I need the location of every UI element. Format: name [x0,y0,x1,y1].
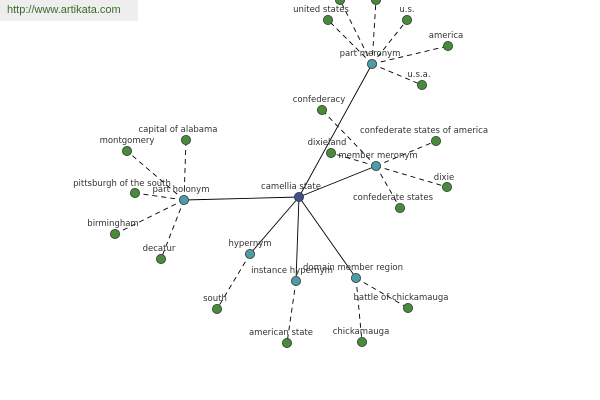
edge-camellia-state-instance-hypernym [295,196,300,282]
edge-camellia-state-domain-member-region [298,196,357,279]
edge-member-meronym-confederate-states-of-america [375,140,437,167]
edge-member-meronym-dixieland [330,152,377,167]
node-america[interactable] [442,41,453,52]
node-dixie[interactable] [441,181,452,192]
label-us[interactable]: u.s. [399,5,414,15]
edge-domain-member-region-battle-of-chickamauga [355,277,409,309]
label-america[interactable]: america [429,31,463,41]
edge-part-meronym-stub-2 [371,0,377,65]
label-battle-of-chickamauga[interactable]: battle of chickamauga [353,293,448,303]
edge-part-meronym-usa [371,63,423,86]
node-part-meronym[interactable] [366,59,377,70]
edge-member-meronym-confederate-states [375,165,401,209]
label-montgomery[interactable]: montgomery [100,136,155,146]
site-watermark: http://www.artikata.com [0,0,138,21]
node-chickamauga[interactable] [356,336,367,347]
edge-camellia-state-part-holonym [183,196,300,201]
edge-part-meronym-us [371,19,408,65]
node-dixieland[interactable] [325,147,336,158]
node-instance-hypernym[interactable] [290,275,301,286]
node-montgomery[interactable] [122,145,133,156]
edge-camellia-state-hypernym [249,196,300,255]
node-domain-member-region[interactable] [350,272,361,283]
label-chickamauga[interactable]: chickamauga [333,327,390,337]
label-camellia-state[interactable]: camellia state [261,182,321,192]
label-birmingham[interactable]: birmingham [87,219,138,229]
edge-domain-member-region-chickamauga [355,277,363,343]
label-confederate-states[interactable]: confederate states [353,193,434,203]
label-confederate-states-of-america[interactable]: confederate states of america [360,126,488,136]
node-confederate-states[interactable] [394,202,405,213]
edge-part-meronym-america [371,45,449,65]
label-dixie[interactable]: dixie [434,173,454,183]
edge-part-holonym-decatur [160,199,185,260]
node-decatur[interactable] [155,253,166,264]
label-pittsburgh-of-the-south[interactable]: pittsburgh of the south [73,179,171,189]
label-hypernym[interactable]: hypernym [228,239,271,249]
edge-part-meronym-stub-1 [339,0,373,65]
node-south[interactable] [211,303,222,314]
node-usa[interactable] [416,80,427,91]
edge-part-meronym-united-states [327,19,373,65]
label-instance-hypernym[interactable]: instance hypernym [251,266,333,276]
node-stub-1[interactable] [335,0,345,5]
node-confederate-states-of-america[interactable] [430,135,441,146]
label-dixieland[interactable]: dixieland [308,138,347,148]
edge-part-holonym-birmingham [114,199,185,235]
label-usa[interactable]: u.s.a. [407,70,430,80]
node-birmingham[interactable] [110,228,121,239]
edge-hypernym-south [216,253,251,310]
node-battle-of-chickamauga[interactable] [402,302,413,313]
label-capital-of-alabama[interactable]: capital of alabama [138,125,217,135]
label-decatur[interactable]: decatur [143,244,176,254]
label-american-state[interactable]: american state [249,328,313,338]
label-united-states[interactable]: united states [293,5,349,15]
edge-instance-hypernym-american-state [286,280,297,344]
edge-camellia-state-member-meronym [298,165,377,198]
edge-part-holonym-capital-of-alabama [183,139,187,201]
node-us[interactable] [401,14,412,25]
label-part-meronym[interactable]: part meronym [340,49,401,59]
node-camellia-state[interactable] [293,191,304,202]
node-part-holonym[interactable] [178,194,189,205]
node-capital-of-alabama[interactable] [180,134,191,145]
node-confederacy[interactable] [316,105,327,116]
label-member-meronym[interactable]: member meronym [338,151,417,161]
label-south[interactable]: south [203,294,227,304]
node-pittsburgh-of-the-south[interactable] [129,187,140,198]
edge-part-holonym-montgomery [126,150,185,201]
label-domain-member-region[interactable]: domain member region [303,263,403,273]
label-part-holonym[interactable]: part holonym [153,185,210,195]
node-united-states[interactable] [322,14,333,25]
node-hypernym[interactable] [244,248,255,259]
node-stub-2[interactable] [371,0,381,5]
edge-member-meronym-confederacy [321,109,377,167]
node-member-meronym[interactable] [370,160,381,171]
edge-member-meronym-dixie [375,165,448,188]
label-confederacy[interactable]: confederacy [293,95,346,105]
edge-camellia-state-part-meronym [298,63,373,198]
node-american-state[interactable] [281,337,292,348]
